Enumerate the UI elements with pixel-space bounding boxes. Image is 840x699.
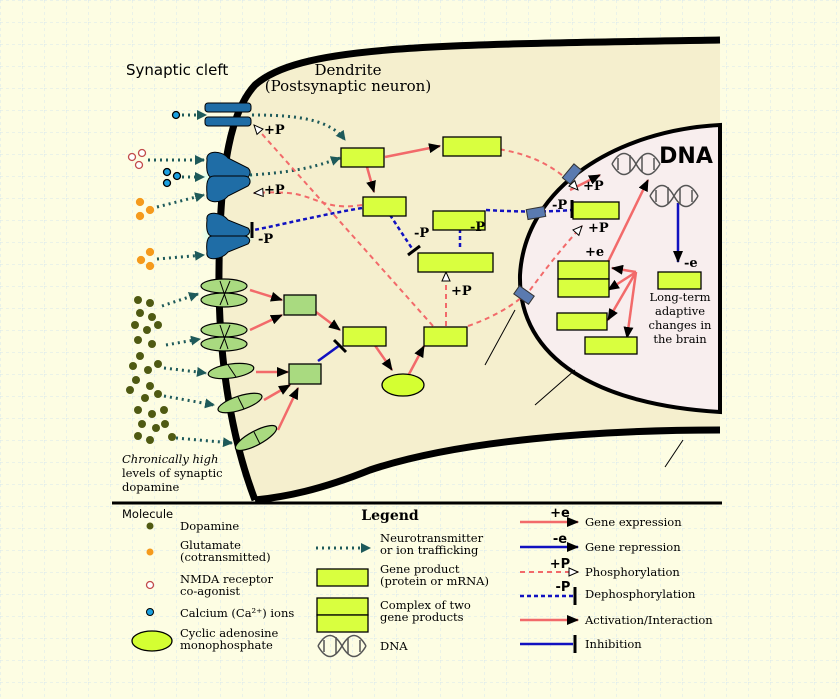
decorative-lines	[484, 309, 684, 468]
nmda-receptor-bottom	[206, 175, 251, 203]
inhibition-arrow	[317, 338, 348, 363]
activation-arrows	[249, 143, 650, 431]
svg-text:+P: +P	[264, 183, 285, 198]
svg-text:Inhibition: Inhibition	[585, 637, 642, 651]
svg-text:Calcium (Ca²⁺) ions: Calcium (Ca²⁺) ions	[180, 606, 294, 620]
receptors	[200, 102, 256, 260]
svg-text:+P: +P	[451, 284, 472, 299]
svg-text:-P: -P	[470, 220, 485, 235]
legend-arrows: +e Gene expression -e Gene repression +P…	[520, 506, 713, 653]
postsynaptic-neuron-label: (Postsynaptic neuron)	[265, 77, 431, 95]
camp-molecule	[381, 373, 425, 397]
dopamine-molecules	[126, 296, 176, 444]
extracellular-molecules	[127, 110, 182, 271]
svg-text:-P: -P	[414, 226, 429, 241]
svg-text:dopamine: dopamine	[122, 480, 179, 494]
svg-text:(cotransmitted): (cotransmitted)	[180, 550, 271, 564]
svg-text:Long-term: Long-term	[649, 290, 710, 304]
svg-text:NMDA receptor: NMDA receptor	[180, 572, 273, 586]
svg-text:Complex of two: Complex of two	[380, 598, 471, 612]
svg-text:Gene repression: Gene repression	[585, 540, 681, 554]
synaptic-cleft-label: Synaptic cleft	[126, 61, 228, 79]
svg-text:+e: +e	[550, 506, 570, 521]
dendrite-membrane	[215, 36, 721, 502]
svg-text:Activation/Interaction: Activation/Interaction	[584, 613, 713, 627]
dna-helix-icon	[611, 152, 699, 208]
glutamate-receptor-top	[206, 212, 251, 237]
svg-text:Chronically high: Chronically high	[122, 452, 218, 466]
trafficking-arrows	[148, 110, 347, 448]
dendrite-label: Dendrite	[314, 61, 381, 79]
svg-text:levels of synaptic: levels of synaptic	[122, 466, 223, 480]
ion-channel-receptor	[204, 102, 252, 127]
svg-text:-e: -e	[684, 256, 698, 271]
svg-text:the brain: the brain	[653, 332, 707, 346]
svg-text:Neurotransmitter: Neurotransmitter	[380, 531, 484, 545]
svg-text:Gene product: Gene product	[380, 562, 460, 576]
arrow-tag-labels: +P +P -P -P -P +P +P -P +P +e -e	[258, 123, 698, 299]
svg-text:+P: +P	[588, 221, 609, 236]
svg-text:monophosphate: monophosphate	[180, 638, 273, 652]
svg-text:-P: -P	[552, 198, 567, 213]
svg-text:Dopamine: Dopamine	[180, 519, 239, 533]
svg-text:Glutamate: Glutamate	[180, 538, 241, 552]
glutamate-receptor-bottom	[206, 235, 251, 260]
legend-shapes: Legend Neurotransmitter or ion trafficki…	[316, 508, 489, 658]
svg-text:+P: +P	[583, 179, 604, 194]
svg-text:Gene expression: Gene expression	[585, 515, 682, 529]
svg-text:-P: -P	[258, 232, 273, 247]
dopamine-note: Chronically high levels of synaptic dopa…	[122, 452, 223, 494]
svg-text:+P: +P	[264, 123, 285, 138]
svg-text:co-agonist: co-agonist	[180, 584, 240, 598]
dephosphorylation-arrows	[253, 206, 573, 251]
svg-text:-e: -e	[553, 532, 567, 547]
long-term-label: Long-term adaptive changes in the brain	[649, 290, 713, 346]
phosphorylation-arrows	[254, 125, 582, 327]
svg-text:Legend: Legend	[361, 508, 419, 524]
nmda-receptor-top	[206, 151, 251, 179]
svg-text:Cyclic adenosine: Cyclic adenosine	[180, 626, 279, 640]
svg-text:DNA: DNA	[380, 639, 408, 653]
gene-products	[283, 136, 702, 385]
svg-text:gene products: gene products	[380, 610, 464, 624]
svg-text:Dephosphorylation: Dephosphorylation	[585, 587, 696, 601]
svg-text:-P: -P	[556, 580, 571, 595]
svg-text:Phosphorylation: Phosphorylation	[585, 565, 680, 579]
nuclear-pores	[513, 163, 583, 305]
dopamine-receptors	[200, 278, 278, 452]
svg-text:+P: +P	[550, 557, 570, 572]
dna-label: DNA	[659, 144, 713, 169]
svg-text:+e: +e	[585, 245, 604, 260]
svg-text:adaptive: adaptive	[655, 304, 705, 318]
svg-text:(protein or mRNA): (protein or mRNA)	[380, 574, 489, 588]
svg-text:changes in: changes in	[649, 318, 713, 332]
svg-text:or ion trafficking: or ion trafficking	[380, 543, 479, 557]
svg-text:Molecule: Molecule	[122, 507, 173, 521]
legend-molecules: Molecule Dopamine Glutamate (cotransmitt…	[122, 507, 294, 652]
